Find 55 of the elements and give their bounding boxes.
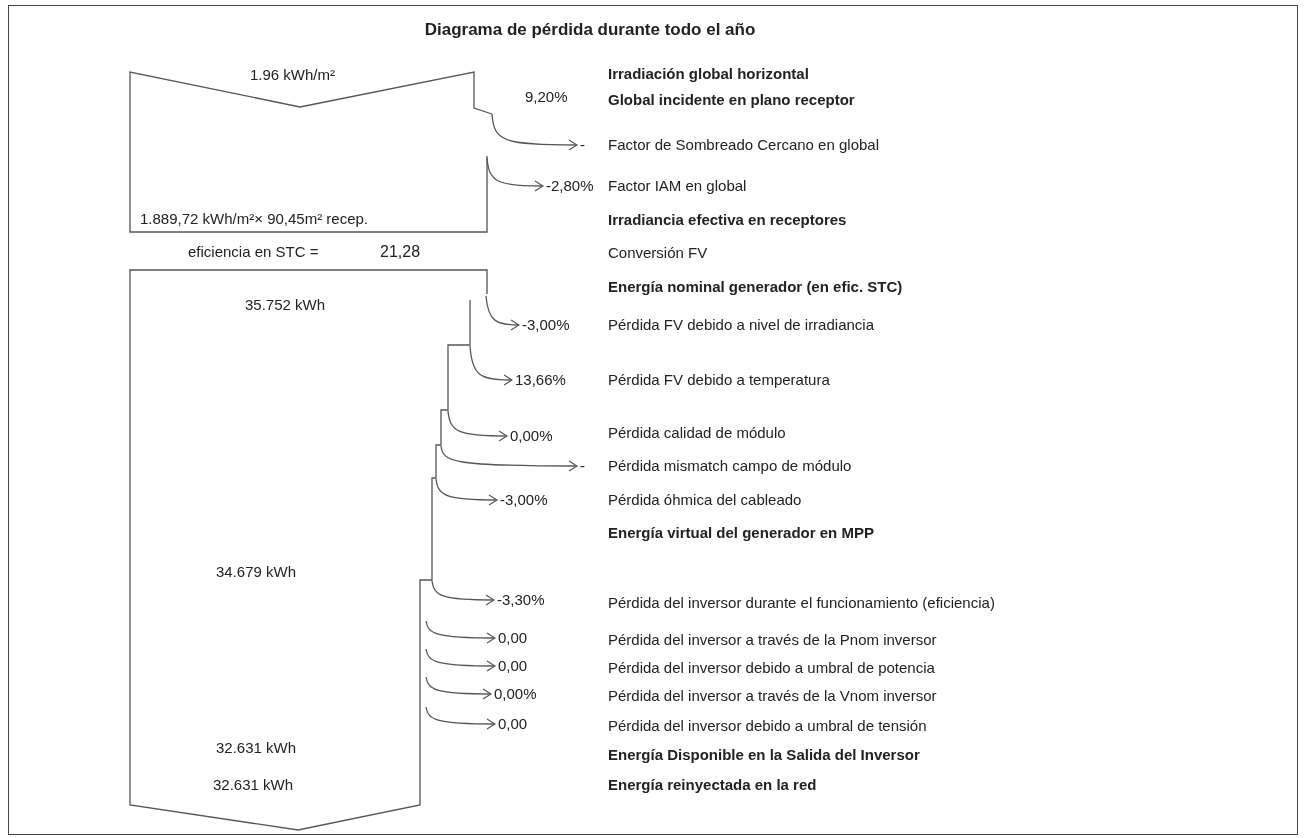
row-label: Factor IAM en global [608, 177, 747, 195]
percentage-value: 13,66% [515, 371, 566, 389]
percentage-value: - [580, 457, 585, 475]
row-label: Energía virtual del generador en MPP [608, 524, 874, 542]
row-label: Pérdida FV debido a nivel de irradiancia [608, 316, 874, 334]
percentage-value: 0,00% [494, 685, 537, 703]
percentage-value: 9,20% [525, 88, 568, 106]
loss-arrow [425, 676, 492, 700]
row-label: Pérdida del inversor debido a umbral de tensión [608, 717, 927, 735]
row-label: Pérdida del inversor a través de la Vnom inversor [608, 687, 937, 705]
row-label: Energía Disponible en la Salida del Inversor [608, 746, 920, 764]
row-label: Pérdida calidad de módulo [608, 424, 786, 442]
percentage-value: 0,00 [498, 715, 528, 733]
loss-arrow [425, 706, 496, 730]
percentage-value: 0,00 [498, 629, 528, 647]
loss-arrow [431, 580, 495, 606]
energy-value: 1.889,72 kWh/m²× 90,45m² recep. [140, 210, 369, 228]
row-label: Irradiación global horizontal [608, 65, 809, 83]
diagram-title: Diagrama de pérdida durante todo el año [424, 21, 756, 39]
loss-arrow [425, 648, 496, 672]
percentage-value: 0,00% [510, 427, 553, 445]
loss-arrow [425, 620, 496, 644]
loss-arrow [447, 410, 508, 442]
row-label: Pérdida del inversor a través de la Pnom inversor [608, 631, 937, 649]
row-label: Factor de Sombreado Cercano en global [608, 136, 879, 154]
row-label: Pérdida del inversor durante el funcionamiento (eficiencia) [608, 594, 995, 612]
loss-arrow [435, 478, 498, 506]
energy-value: 32.631 kWh [213, 776, 294, 794]
percentage-value: -2,80% [546, 177, 594, 195]
percentage-value: -3,00% [522, 316, 570, 334]
flow-band [130, 268, 488, 832]
percentage-value: - [580, 136, 585, 154]
loss-arrow [469, 345, 513, 386]
loss-arrow [486, 157, 544, 192]
loss-arrow [440, 445, 578, 472]
row-label: Pérdida óhmica del cableado [608, 491, 802, 509]
row-label: Pérdida FV debido a temperatura [608, 371, 830, 389]
energy-value: 32.631 kWh [216, 739, 297, 757]
energy-value: 1.96 kWh/m² [250, 66, 336, 84]
percentage-value: -3,30% [497, 591, 545, 609]
loss-arrow [491, 113, 578, 151]
energy-value: 34.679 kWh [216, 563, 297, 581]
row-label: Conversión FV [608, 244, 708, 262]
efficiency-value: 21,28 [380, 243, 421, 261]
energy-value: 35.752 kWh [245, 296, 326, 314]
percentage-value: 0,00 [498, 657, 528, 675]
percentage-value: -3,00% [500, 491, 548, 509]
row-label: Irradiancia efectiva en receptores [608, 211, 847, 229]
row-label: Energía reinyectada en la red [608, 776, 817, 794]
efficiency-label: eficiencia en STC = [188, 243, 319, 261]
row-label: Energía nominal generador (en efic. STC) [608, 278, 903, 296]
row-label: Pérdida mismatch campo de módulo [608, 457, 852, 475]
row-label: Pérdida del inversor debido a umbral de potencia [608, 659, 935, 677]
row-label: Global incidente en plano receptor [608, 91, 855, 109]
loss-arrow [485, 295, 520, 331]
